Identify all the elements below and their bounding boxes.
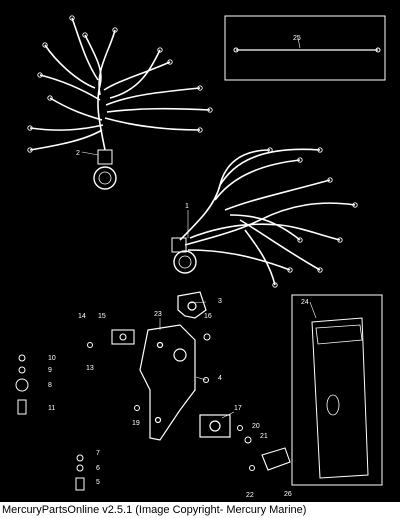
connector-block-part	[261, 447, 291, 471]
clip-part	[177, 291, 207, 319]
callout-17: 17	[234, 405, 242, 412]
callout-16: 16	[204, 313, 212, 320]
inset-plate-box	[291, 294, 383, 486]
callout-14: 14	[78, 313, 86, 320]
callout-1: 1	[185, 203, 189, 210]
small-hardware	[15, 333, 255, 491]
callout-8: 8	[48, 382, 52, 389]
leader-lines	[81, 37, 317, 419]
callout-20: 20	[252, 423, 260, 430]
callout-6: 6	[96, 465, 100, 472]
callout-23: 23	[154, 311, 162, 318]
mounting-bracket	[139, 324, 196, 441]
callout-19: 19	[132, 420, 140, 427]
callout-26: 26	[284, 491, 292, 498]
parts-diagram: 1 2 3 4 5 6 7 8 9 10 11 13 14 15 16 17 1…	[15, 15, 386, 499]
image-copyright-footer: MercuryPartsOnline v2.5.1 (Image Copyrig…	[0, 502, 400, 518]
relay-part	[199, 414, 231, 438]
callout-21: 21	[260, 433, 268, 440]
callout-9: 9	[48, 367, 52, 374]
callout-13: 13	[86, 365, 94, 372]
callout-2: 2	[76, 150, 80, 157]
callout-24: 24	[301, 299, 309, 306]
callout-10: 10	[48, 355, 56, 362]
callout-5: 5	[96, 479, 100, 486]
switch-part	[111, 329, 135, 345]
callout-25: 25	[293, 35, 301, 42]
engine-harness-upper	[27, 15, 213, 190]
callout-7: 7	[96, 450, 100, 457]
callout-15: 15	[98, 313, 106, 320]
callout-11: 11	[48, 405, 55, 412]
callout-4: 4	[218, 375, 222, 382]
inset-cable-box	[224, 15, 386, 81]
callout-labels: 1 2 3 4 5 6 7 8 9 10 11 13 14 15 16 17 1…	[48, 35, 309, 499]
callout-22: 22	[246, 492, 254, 499]
callout-3: 3	[218, 298, 222, 305]
main-harness	[171, 147, 358, 288]
